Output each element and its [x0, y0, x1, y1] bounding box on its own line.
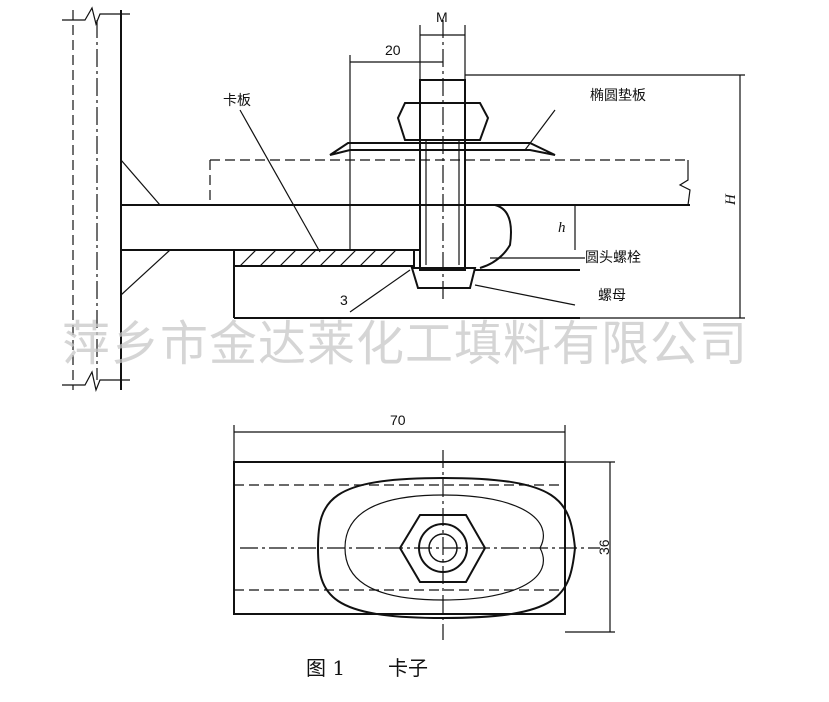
plan-view [233, 450, 600, 640]
dim-3-label: 3 [340, 292, 348, 308]
height-H-label: H [723, 193, 739, 206]
round-head-bolt [410, 20, 477, 300]
round-head-bolt-label: 圆头螺栓 [585, 250, 641, 266]
thread-size-label: M [436, 9, 448, 25]
dim-70-label: 70 [390, 412, 406, 428]
clamp-plate-label: 卡板 [223, 93, 251, 109]
nut-label: 螺母 [598, 288, 626, 304]
dim-36-label: 36 [596, 539, 612, 555]
dimension-lines [233, 25, 745, 633]
clamp-plate-section [233, 204, 512, 269]
watermark: 萍乡市金达莱化工填料有限公司 [62, 316, 748, 372]
dim-20-label: 20 [385, 42, 401, 58]
height-h-label: h [558, 220, 566, 236]
figure-title: 卡子 [388, 656, 428, 680]
support-column [62, 6, 171, 393]
oval-washer-label: 椭圆垫板 [590, 88, 646, 104]
figure-number: 图 1 [306, 656, 345, 680]
